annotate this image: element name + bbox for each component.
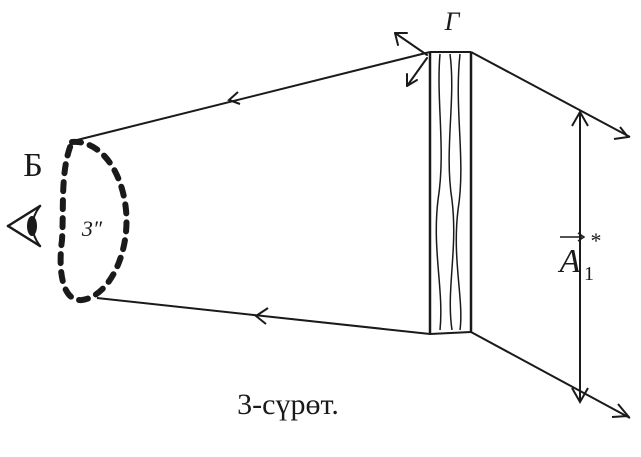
- vector-up-arrow-icon: [571, 109, 589, 127]
- upper-ray-arrow-icon: [227, 91, 241, 105]
- hologram-plate: [428, 51, 473, 335]
- upper-ray: [76, 51, 431, 141]
- vector-subscript: 1: [584, 263, 594, 285]
- lower-ray: [96, 297, 431, 335]
- vector-down-arrow-icon: [571, 387, 589, 405]
- vector-label: A 1 *: [558, 228, 602, 285]
- vector-symbol: A: [558, 243, 581, 280]
- lower-ray-arrow-icon: [254, 307, 269, 325]
- lower-reference-arrow-icon: [611, 403, 631, 418]
- virtual-image-outline: [57, 138, 130, 303]
- wavefront-vector: [571, 109, 589, 405]
- upper-reference-ray: [470, 51, 631, 138]
- vector-superscript: *: [591, 228, 602, 253]
- observer-label: Б: [23, 147, 43, 184]
- upper-reference-arrow-icon: [613, 126, 630, 140]
- eye-icon: [6, 204, 42, 248]
- figure-caption: 3-сүрөт.: [237, 388, 339, 421]
- plate-direction-arrows: [394, 32, 428, 87]
- lower-reference-ray: [470, 331, 631, 419]
- plate-label: Г: [444, 7, 461, 36]
- virtual-image-label: 3″: [81, 216, 103, 241]
